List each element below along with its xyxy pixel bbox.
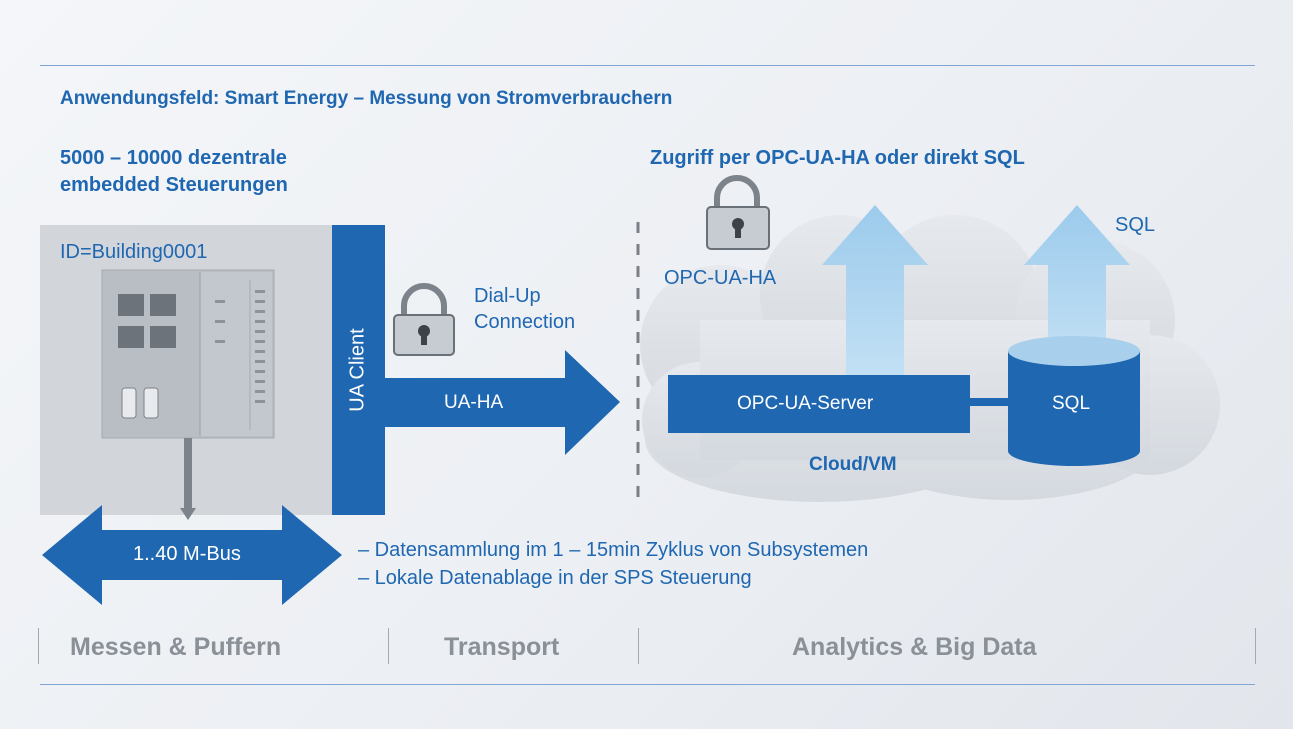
dialup-label: Dial-Up Connection — [474, 283, 575, 335]
opc-ua-ha-up-arrow — [822, 205, 928, 378]
dialup-label-line-2: Connection — [474, 311, 576, 333]
page-title: Anwendungsfeld: Smart Energy – Messung v… — [60, 88, 673, 109]
ethernet-port-icon — [118, 294, 144, 316]
bottom-divider — [40, 684, 1255, 685]
ethernet-port-icon — [118, 326, 144, 348]
section-label-analytics: Analytics & Big Data — [792, 633, 1037, 661]
sql-top-label: SQL — [1115, 214, 1156, 236]
left-heading-line-2: embedded Steuerungen — [60, 174, 288, 196]
lock-icon — [393, 283, 455, 356]
section-separator — [1255, 628, 1256, 664]
sql-db-label: SQL — [1052, 393, 1091, 414]
ua-client-label: UA Client — [346, 328, 369, 412]
ua-client-bar — [332, 225, 385, 515]
section-label-measure: Messen & Puffern — [70, 633, 282, 661]
note-line-2: – Lokale Datenablage in der SPS Steuerun… — [358, 567, 752, 589]
ua-ha-arrow — [385, 350, 620, 455]
mbus-label: 1..40 M-Bus — [133, 543, 241, 565]
mbus-connector — [184, 438, 192, 510]
opc-ua-server-label: OPC-UA-Server — [737, 393, 874, 414]
opc-ua-ha-label: OPC-UA-HA — [664, 267, 777, 289]
cloud-vm-label: Cloud/VM — [809, 454, 897, 475]
section-label-transport: Transport — [444, 633, 560, 661]
sql-up-arrow — [1024, 205, 1130, 360]
serial-port-icon — [143, 387, 159, 419]
section-separator — [638, 628, 639, 664]
section-separator — [388, 628, 389, 664]
ethernet-port-icon — [150, 294, 176, 316]
section-separator — [38, 628, 39, 664]
device-id-label: ID=Building0001 — [60, 241, 208, 263]
top-divider — [40, 65, 1255, 66]
serial-port-icon — [121, 387, 137, 419]
left-heading: 5000 – 10000 dezentrale embedded Steueru… — [60, 145, 288, 199]
mbus-connector-tip — [180, 508, 196, 520]
right-heading: Zugriff per OPC-UA-HA oder direkt SQL — [650, 147, 1025, 169]
led-strip — [215, 290, 265, 403]
left-heading-line-1: 5000 – 10000 dezentrale — [60, 147, 287, 169]
server-db-connector — [968, 398, 1013, 406]
ua-ha-label: UA-HA — [444, 392, 504, 413]
dialup-label-line-1: Dial-Up — [474, 285, 541, 307]
opc-ua-server-bar — [668, 375, 970, 433]
sql-database — [1008, 336, 1140, 466]
mbus-arrow — [42, 505, 342, 605]
plc-module-right — [200, 272, 272, 436]
notes: – Datensammlung im 1 – 15min Zyklus von … — [358, 536, 868, 592]
ethernet-port-icon — [150, 326, 176, 348]
note-line-1: – Datensammlung im 1 – 15min Zyklus von … — [358, 539, 869, 561]
lock-icon — [706, 175, 770, 250]
